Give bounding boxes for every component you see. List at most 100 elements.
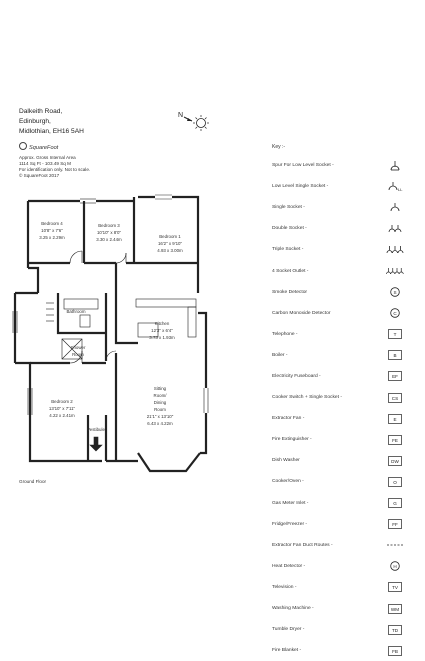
cooker-oven-icon: O (386, 476, 404, 488)
legend-symbol-text: O (393, 480, 397, 485)
legend-row: Fire Extinguisher -FE (272, 429, 404, 450)
bedroom-4-imperial: 10'8" x 7'6" (41, 228, 63, 233)
spur-low-level-icon (386, 160, 404, 172)
legend-row: Extractor Fan Duct Routes - (272, 535, 404, 556)
television-icon: TV (386, 581, 404, 593)
legend-row: Single Socket - (272, 197, 404, 218)
legend-row: Telephone -T (272, 324, 404, 345)
legend-key: Key :- Spur For Low Level Socket - Low Le… (272, 144, 404, 661)
legend-label: Spur For Low Level Socket - (272, 163, 334, 169)
legend-label: Tumble Dryer - (272, 627, 305, 633)
area-line-4: © SquareFoot 2017 (19, 173, 60, 178)
legend-title: Key :- (272, 144, 286, 150)
shower-room-label: Shower (71, 345, 86, 350)
smoke-detector-icon: S (386, 286, 404, 298)
legend-symbol-text: B (393, 353, 396, 358)
washing-machine-icon: WM (386, 603, 404, 615)
sitting-room-imperial: 21'1" x 13'10" (147, 414, 174, 419)
area-info: Approx. Gross Internal Area 1114 Sq Ft -… (19, 155, 90, 179)
legend-row: 4 Socket Outlet - (272, 260, 404, 281)
boiler-icon: B (386, 349, 404, 361)
legend-label: Triple Socket - (272, 247, 304, 253)
legend-label: Single Socket - (272, 205, 305, 211)
legend-label: Dish Washer (272, 458, 300, 464)
sitting-room-metric: 6.43 x 4.22m (147, 421, 173, 426)
legend-row: Boiler - B (272, 345, 404, 366)
legend-label: Extractor Fan Duct Routes - (272, 542, 333, 548)
legend-label: Television - (272, 584, 297, 590)
floor-plan: Bedroom 4 10'8" x 7'6" 3.25 x 2.29m Bedr… (12, 194, 209, 473)
legend-label: Double Socket - (272, 226, 307, 232)
legend-row: Double Socket - (272, 218, 404, 239)
legend-symbol-text: TV (392, 585, 399, 590)
legend-label: Heat Detector - (272, 563, 306, 569)
legend-row: Dish Washer DW (272, 450, 404, 471)
bedroom-4-label: Bedroom 4 (41, 221, 63, 226)
legend-label: Boiler - (272, 352, 288, 358)
legend-row: Cooker Switch + Single Socket -CS (272, 387, 404, 408)
fridge-freezer-icon: FF (386, 518, 404, 530)
legend-symbol-text: DW (391, 459, 399, 464)
sitting-room-label-2: Room/ (154, 393, 168, 398)
tumble-dryer-icon: TD (386, 624, 404, 636)
extractor-fan-icon: E (386, 413, 404, 425)
legend-symbol-text: H (393, 564, 396, 569)
legend-symbol-text: FB (392, 649, 398, 654)
bedroom-3-imperial: 10'10" x 8'0" (97, 230, 122, 235)
bathroom-label: Bathroom (66, 309, 85, 314)
bedroom-1-label: Bedroom 1 (159, 234, 181, 239)
bedroom-3-label: Bedroom 3 (98, 223, 120, 228)
legend-label: Gas Meter Inlet - (272, 500, 309, 506)
address-block: Dalkeith Road, Edinburgh, Midlothian, EH… (19, 107, 84, 137)
legend-symbol-text: E (393, 416, 396, 421)
legend-row: Spur For Low Level Socket - (272, 155, 404, 176)
sitting-room-label: Sitting (154, 386, 167, 391)
bedroom-2-metric: 4.22 x 2.41m (49, 413, 75, 418)
vestibule-label: Vestibule (87, 427, 105, 432)
fuseboard-icon: EF (386, 370, 404, 382)
svg-text:LL: LL (398, 187, 403, 192)
legend-label: Fire Blanket - (272, 648, 302, 654)
legend-row: Heat Detector - H (272, 556, 404, 577)
bedroom-3-metric: 3.30 x 2.44m (96, 237, 122, 242)
bedroom-1-imperial: 16'2" x 9'10" (158, 241, 183, 246)
legend-label: Telephone - (272, 331, 298, 337)
low-level-single-socket-icon: LL (386, 181, 404, 193)
duct-routes-icon (386, 539, 404, 551)
legend-symbol-text: G (393, 501, 397, 506)
bedroom-2-label: Bedroom 2 (51, 399, 73, 404)
legend-row: Fridge/Freezer - FF (272, 514, 404, 535)
legend-label: Fire Extinguisher - (272, 437, 312, 443)
floor-label: Ground Floor (19, 479, 47, 484)
legend-row: Gas Meter Inlet - G (272, 493, 404, 514)
legend-label: Fridge/Freezer - (272, 521, 308, 527)
compass-north-icon: N (178, 112, 209, 131)
legend-label: Low Level Single Socket - (272, 184, 329, 190)
legend-row: Cooker/Oven - O (272, 471, 404, 492)
legend-row: Fire Blanket - FB (272, 640, 404, 661)
svg-text:N: N (178, 112, 183, 119)
shower-room-label-2: Room (72, 352, 84, 357)
single-socket-icon (386, 202, 404, 214)
bedroom-2-imperial: 13'10" x 7'11" (49, 406, 76, 411)
legend-row: Low Level Single Socket - LL (272, 176, 404, 197)
area-line-2: 1114 Sq Ft - 103.49 Sq M (19, 161, 71, 166)
legend-label: Washing Machine - (272, 606, 314, 612)
legend-label: 4 Socket Outlet - (272, 268, 309, 274)
legend-label: Cooker/Oven - (272, 479, 304, 485)
four-socket-outlet-icon (386, 265, 404, 277)
legend-row: Tumble Dryer - TD (272, 619, 404, 640)
heat-detector-icon: H (386, 560, 404, 572)
brand-name: SquareFoot (29, 145, 59, 151)
sitting-room-label-3: Dining (154, 400, 167, 405)
legend-row: Washing Machine - WM (272, 598, 404, 619)
legend-row: Triple Socket - (272, 239, 404, 260)
legend-symbol-text: C (393, 311, 397, 316)
area-line-3: For identification only. Not to scale. (19, 167, 91, 172)
bedroom-4-metric: 3.25 x 2.29m (39, 235, 65, 240)
brand-mark-icon (19, 142, 27, 150)
legend-symbol-text: FF (392, 522, 398, 527)
kitchen-imperial: 12'3" x 6'4" (151, 328, 173, 333)
